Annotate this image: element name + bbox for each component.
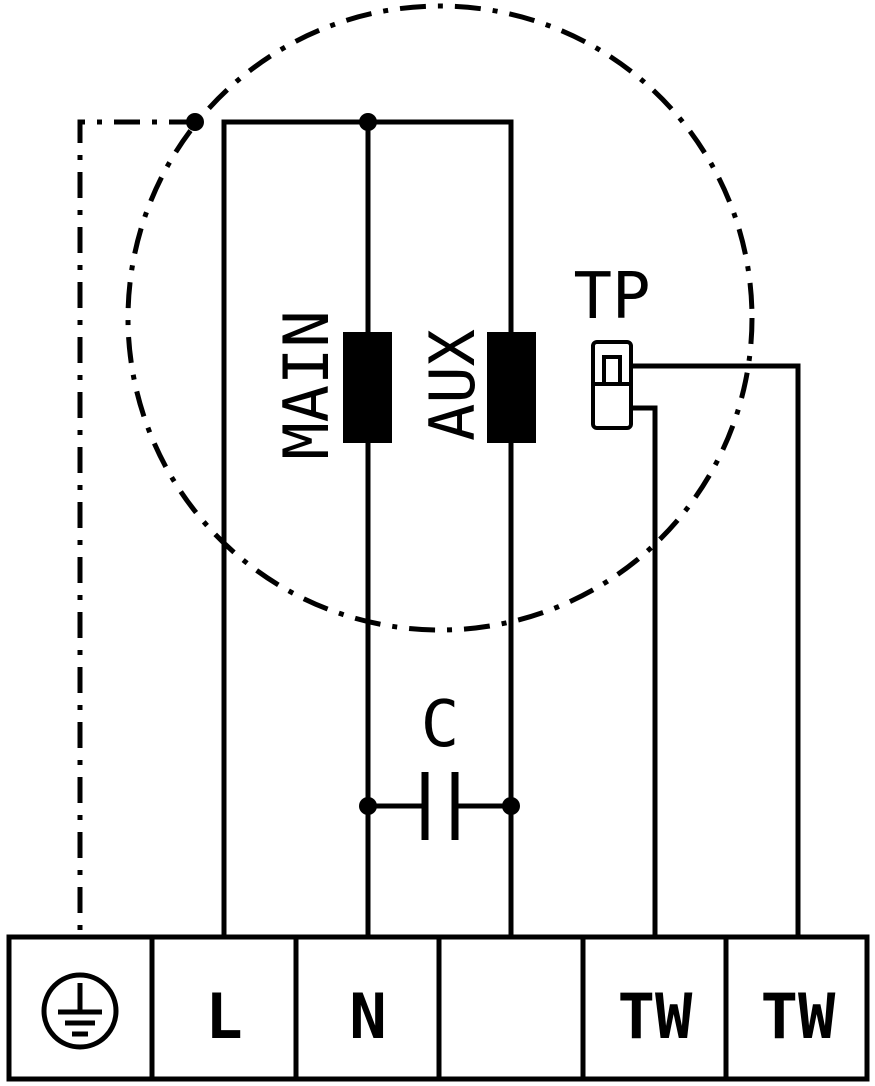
top-junction-dot: [359, 113, 377, 131]
terminal-block: [6, 934, 870, 1082]
capacitor-label: C: [421, 688, 460, 762]
capacitor-symbol: [368, 772, 511, 840]
terminal-label-tw-2: TW: [761, 980, 836, 1053]
main-coil-label: MAIN: [270, 310, 343, 459]
terminal-label-tw-1: TW: [618, 980, 693, 1053]
earth-junction-dot: [186, 113, 204, 131]
capacitor-junction-left: [359, 797, 377, 815]
capacitor-junction-right: [502, 797, 520, 815]
motor-housing-outline: [125, 3, 755, 633]
terminal-label-l: L: [205, 980, 242, 1053]
earth-ground-icon: [41, 972, 119, 1050]
aux-coil: [487, 332, 536, 443]
terminal-label-n: N: [349, 980, 386, 1053]
tw-wire-2: [631, 363, 801, 937]
tw-wire-1: [631, 405, 658, 937]
aux-coil-label: AUX: [416, 329, 489, 441]
main-coil: [343, 332, 392, 443]
earth-wire: [77, 119, 195, 937]
thermal-protector-label: TP: [573, 260, 650, 334]
thermal-protector-symbol: [591, 340, 633, 430]
